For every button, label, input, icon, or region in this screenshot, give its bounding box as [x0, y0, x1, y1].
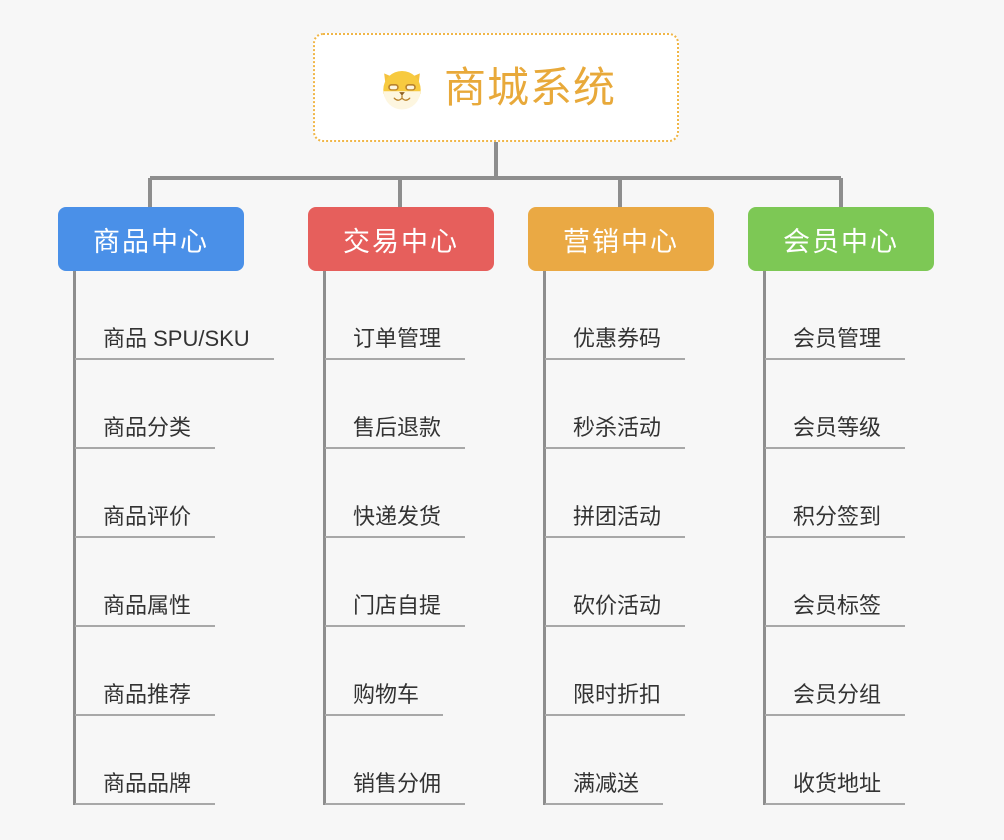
- branch-header-product-center[interactable]: 商品中心: [58, 207, 244, 271]
- branch-column-product-center: 商品中心 商品 SPU/SKU 商品分类 商品评价 商品属性 商品推荐 商品品牌: [58, 207, 274, 805]
- list-item[interactable]: 商品属性: [75, 538, 244, 627]
- branch-header-label: 营销中心: [563, 226, 679, 257]
- list-item[interactable]: 会员等级: [765, 360, 934, 449]
- leaf-label: 商品 SPU/SKU: [103, 325, 250, 351]
- list-item[interactable]: 收货地址: [765, 716, 934, 805]
- list-item[interactable]: 购物车: [325, 627, 494, 716]
- list-item[interactable]: 售后退款: [325, 360, 494, 449]
- branch-trunk: [763, 271, 766, 805]
- list-item[interactable]: 会员分组: [765, 627, 934, 716]
- list-item[interactable]: 会员标签: [765, 538, 934, 627]
- leaf-label: 会员管理: [793, 325, 882, 351]
- leaf-label: 限时折扣: [573, 681, 662, 707]
- leaf-label: 销售分佣: [353, 770, 442, 796]
- leaf-label: 会员分组: [793, 681, 882, 707]
- branch-items-member-center: 会员管理 会员等级 积分签到 会员标签 会员分组 收货地址: [748, 271, 934, 805]
- leaf-label: 门店自提: [353, 592, 442, 618]
- leaf-label: 商品属性: [103, 592, 192, 618]
- list-item[interactable]: 拼团活动: [545, 449, 714, 538]
- list-item[interactable]: 销售分佣: [325, 716, 494, 805]
- branch-column-marketing-center: 营销中心 优惠券码 秒杀活动 拼团活动 砍价活动 限时折扣 满减送: [528, 207, 714, 805]
- shiba-dog-emoji-icon: [383, 70, 421, 110]
- branch-items-product-center: 商品 SPU/SKU 商品分类 商品评价 商品属性 商品推荐 商品品牌: [58, 271, 274, 805]
- branch-header-label: 会员中心: [783, 226, 899, 257]
- root-title: 商城系统: [443, 63, 616, 111]
- leaf-label: 售后退款: [353, 414, 442, 440]
- list-item[interactable]: 优惠券码: [545, 271, 714, 360]
- list-item[interactable]: 满减送: [545, 716, 714, 805]
- leaf-label: 购物车: [353, 681, 420, 707]
- list-item[interactable]: 商品 SPU/SKU: [75, 271, 274, 360]
- list-item[interactable]: 订单管理: [325, 271, 494, 360]
- branch-column-member-center: 会员中心 会员管理 会员等级 积分签到 会员标签 会员分组 收货地址: [748, 207, 934, 805]
- leaf-label: 收货地址: [793, 770, 882, 796]
- branch-trunk: [543, 271, 546, 805]
- branch-column-trade-center: 交易中心 订单管理 售后退款 快递发货 门店自提 购物车 销售分佣: [308, 207, 494, 805]
- list-item[interactable]: 砍价活动: [545, 538, 714, 627]
- leaf-label: 商品推荐: [103, 681, 192, 707]
- list-item[interactable]: 积分签到: [765, 449, 934, 538]
- leaf-label: 积分签到: [793, 503, 882, 529]
- list-item[interactable]: 快递发货: [325, 449, 494, 538]
- list-item[interactable]: 商品品牌: [75, 716, 244, 805]
- list-item[interactable]: 门店自提: [325, 538, 494, 627]
- branch-items-marketing-center: 优惠券码 秒杀活动 拼团活动 砍价活动 限时折扣 满减送: [528, 271, 714, 805]
- list-item[interactable]: 限时折扣: [545, 627, 714, 716]
- leaf-label: 砍价活动: [573, 592, 662, 618]
- branch-header-trade-center[interactable]: 交易中心: [308, 207, 494, 271]
- branch-header-label: 交易中心: [343, 226, 459, 257]
- leaf-label: 满减送: [573, 770, 640, 796]
- leaf-label: 商品评价: [103, 503, 192, 529]
- leaf-label: 快递发货: [353, 503, 442, 529]
- leaf-label: 秒杀活动: [573, 414, 662, 440]
- branch-items-trade-center: 订单管理 售后退款 快递发货 门店自提 购物车 销售分佣: [308, 271, 494, 805]
- branch-header-member-center[interactable]: 会员中心: [748, 207, 934, 271]
- branch-trunk: [73, 271, 76, 805]
- branch-header-label: 商品中心: [93, 226, 209, 257]
- leaf-label: 商品品牌: [103, 770, 192, 796]
- list-item[interactable]: 商品推荐: [75, 627, 244, 716]
- leaf-label: 拼团活动: [573, 503, 662, 529]
- leaf-label: 会员等级: [793, 414, 882, 440]
- leaf-label: 优惠券码: [573, 325, 662, 351]
- branch-trunk: [323, 271, 326, 805]
- leaf-label: 订单管理: [353, 325, 442, 351]
- root-node-shop-system[interactable]: 商城系统: [313, 33, 679, 142]
- leaf-label: 会员标签: [793, 592, 882, 618]
- list-item[interactable]: 商品评价: [75, 449, 244, 538]
- leaf-label: 商品分类: [103, 414, 192, 440]
- list-item[interactable]: 商品分类: [75, 360, 244, 449]
- list-item[interactable]: 会员管理: [765, 271, 934, 360]
- branch-header-marketing-center[interactable]: 营销中心: [528, 207, 714, 271]
- list-item[interactable]: 秒杀活动: [545, 360, 714, 449]
